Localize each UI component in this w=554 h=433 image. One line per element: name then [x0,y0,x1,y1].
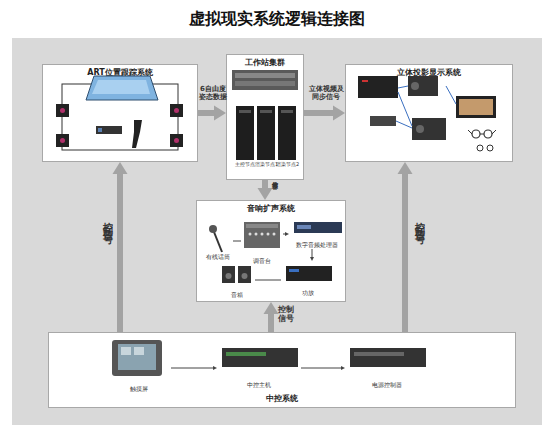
device-wire [255,280,281,281]
connector-line [283,234,286,235]
device-label: 数字音频处理器 [296,242,338,249]
arrow-head [310,257,314,261]
device-label: 功放 [302,290,314,297]
connector-line [262,180,268,190]
system-box: 立体投影显示系统 [345,64,513,162]
device-box: 触摸屏 [107,339,171,393]
connector-line [268,312,274,332]
device-box: 数字音频处理器 [289,219,345,249]
device-label: 调音台 [253,258,271,265]
system-box: ART位置跟踪系统 [42,64,198,162]
system-title: 工作站集群 [245,58,285,68]
system-box: 工作站集群 [226,54,304,180]
signal-label: 控制信号 [277,305,295,323]
device-label: 触摸屏 [130,386,148,393]
device-label: 音箱 [231,292,243,299]
signal-arrow [304,106,345,121]
signal-arrow [398,162,413,332]
signal-label: 控制信号 [414,214,424,230]
device-wire [171,366,217,370]
signal-label: 6自由度姿态数据 [199,85,227,101]
system-title: 立体投影显示系统 [397,68,461,78]
connector-line [304,110,335,116]
device-box: 功放 [281,261,335,297]
device-wire [233,241,241,242]
device-box: 音箱 [219,263,255,299]
connector-line [301,368,342,369]
device-wire [283,232,289,236]
device-box: 调音台 [241,219,283,265]
signal-label: 控制信号 [102,214,112,230]
system-box: 中控系统 触摸屏 中控主机 电源控制器 [48,332,516,408]
device-wire [301,366,345,370]
signal-arrow [258,180,273,200]
system-box: 音响扩声系统有线话筒调音台 数字音频处理器音箱 功放 [196,200,346,302]
arrow-head [333,106,345,121]
signal-arrow [198,106,226,121]
audio-illustration [209,222,342,283]
system-title: ART位置跟踪系统 [87,68,152,78]
device-box: 中控主机 [217,347,301,389]
connector-line [171,368,214,369]
arrow-head [213,366,217,370]
device-label: 有线话筒 [206,254,230,261]
diagram-title: 虚拟现实系统逻辑连接图 [0,9,554,30]
device-wire [310,249,314,261]
device-box: 有线话筒 [203,221,233,261]
signal-arrow [113,162,128,332]
arrow-head [285,232,289,236]
workstation-illustration [232,70,298,160]
tracking-illustration [56,76,183,150]
device-box: 电源控制器 [345,347,429,389]
arrow-head [258,188,273,200]
arrow-head [398,162,413,174]
device-label: 中控主机 [247,382,271,389]
connector-line [117,172,123,332]
connector-line [198,110,216,116]
arrow-head [113,162,128,174]
signal-arrow [264,302,279,332]
arrow-head [214,106,226,121]
arrow-head [341,366,345,370]
gray-panel [12,38,542,425]
connector-line [233,241,241,242]
connector-line [312,249,313,258]
system-title: 音响扩声系统 [247,204,295,214]
arrow-head [264,302,279,314]
system-title: 中控系统 [266,394,298,404]
control-illustration [112,340,426,376]
signal-label: 立体视频及同步信号 [306,85,346,101]
connector-line [402,172,408,332]
connector-line [255,280,281,281]
device-label: 电源控制器 [372,382,402,389]
projection-illustration [358,76,496,151]
